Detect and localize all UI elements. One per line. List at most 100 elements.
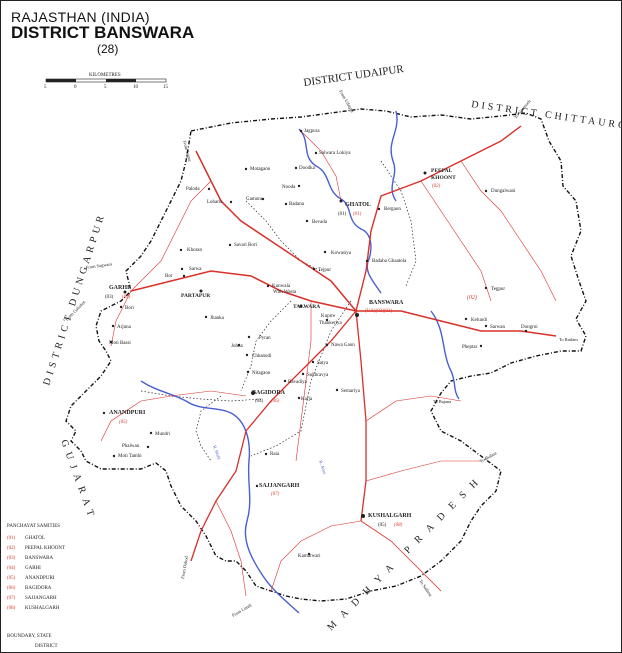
place-sajjangarh: SAJJANGARH (259, 483, 300, 489)
road-to-ratlam: To Ratlam (559, 337, 578, 342)
legend-title: PANCHAYAT SAMITIES (7, 524, 61, 529)
scale-label: KILOMETRES (89, 73, 121, 78)
place-satya: Satya (317, 361, 329, 366)
scale-tick-2: 0 (74, 85, 77, 90)
place-garhi: GARHI (109, 285, 130, 291)
scale-tick-1: 5 (44, 85, 47, 90)
place-khoran: Khoran (187, 248, 202, 253)
road-from-udaipur: From Udaipur (338, 89, 355, 114)
map-state-title: RAJASTHAN (INDIA) (11, 9, 150, 25)
legend-row-03: (03) BANSWARA (7, 556, 53, 561)
place-loharia: Loharia (207, 200, 223, 205)
label-madhya-pradesh: MADHYA PRADESH (325, 472, 487, 634)
legend-name: ANANDPURI (25, 576, 55, 581)
legend-name: PEEPAL KHOONT (25, 546, 66, 551)
place-garhi-code: (03) (105, 295, 114, 300)
place-bavadiya: Bavadiya (288, 380, 308, 385)
place-partapur: PARTAPUR (181, 293, 211, 299)
road-from-sagwara: From Sagwara (85, 261, 112, 270)
legend-name: KUSHALGARH (25, 606, 60, 611)
place-gamora: Gamora (246, 197, 263, 202)
place-semariya: Semariya (341, 389, 361, 394)
district-boundary (65, 108, 587, 602)
road-branch-7 (110, 290, 132, 347)
place-bevada: Bevada (312, 220, 328, 225)
legend-code: (08) (7, 606, 16, 611)
place-moti-tambi: Moti Tambi (118, 454, 142, 459)
place-arjuna: Arjuna (117, 325, 132, 330)
place-motagaon: Motagaon (250, 167, 271, 172)
place-pyran: Pyran (259, 336, 271, 341)
place-kelundi: Kelundi (471, 318, 488, 323)
place-kowasiya: Kowasiya (331, 251, 352, 256)
legend-code: (07) (7, 596, 16, 601)
road-branch-5 (130, 180, 212, 292)
place-paloda: Paloda (186, 187, 200, 192)
place-peepal-code: (02) (432, 184, 441, 189)
river-anas (140, 380, 300, 614)
place-ghatol-num: (01) (353, 212, 362, 217)
place-sukhravya: Sukhravya (307, 373, 329, 378)
label-chittaurgarh: DISTRICT CHITTAURGARH (471, 99, 622, 136)
road-kushalgarh (355, 310, 367, 522)
road-branch-4 (460, 160, 557, 302)
place-markers (102, 129, 528, 556)
place-mundri: Mundri (155, 432, 171, 437)
place-pheptar: Pheptar (462, 345, 478, 350)
river-east (390, 110, 398, 202)
highway-northeast (355, 125, 522, 312)
place-moti-bassi: Moti Bassi (109, 341, 131, 346)
place-kushalgarh-num: (08) (394, 523, 403, 528)
place-kuprre: Kuprre (321, 314, 336, 319)
place-peepal: PEEPAL (431, 168, 453, 174)
label-udaipur: DISTRICT UDAIPUR (303, 63, 405, 89)
place-chhanodi: Chhanodi (252, 354, 272, 359)
place-tejpur: Tejpur (318, 268, 331, 273)
legend-row-08: (08) KUSHALGARH (7, 606, 59, 611)
place-thankeriya: Thankeriya (319, 321, 343, 326)
place-banswara: BANSWARA (369, 300, 404, 306)
road-branch-3 (420, 180, 492, 302)
place-raia: Raia (270, 452, 280, 457)
place-karja: Karja (301, 397, 313, 402)
place-bagidora-num: (06) (271, 399, 280, 404)
place-labels: Jagpura Salwara Lokiya Motagaon Doodka N… (105, 129, 538, 559)
road-branch-1 (100, 390, 247, 442)
place-garhi-num: (04) (122, 295, 131, 300)
place-doodka: Doodka (299, 166, 316, 171)
road-kushalgarh-se (360, 520, 442, 592)
place-bagidora-code: (04) (255, 399, 264, 404)
legend-name: SAJJANGARH (25, 596, 57, 601)
road-branch-11 (215, 500, 247, 597)
highway-north (195, 150, 357, 312)
place-wasta: With Wasta (273, 290, 297, 295)
road-network (100, 125, 557, 597)
place-kushalgarh-code: (05) (378, 523, 387, 528)
scale-tick-4: 10 (133, 85, 139, 90)
place-badana: Badana (289, 202, 305, 207)
legend-row-04: (04) GARHI (7, 566, 41, 571)
road-from-jaipur: From Jaipur (182, 140, 193, 163)
place-dongroi: Dongroi (521, 325, 538, 330)
legend-name: GARHI (25, 566, 41, 571)
place-jhanka: Jhanka (210, 316, 225, 321)
river-southeast (430, 310, 460, 400)
road-labels: From Jaipur From Sagwara From Galiakot F… (64, 89, 578, 618)
legend-code: (04) (7, 566, 16, 571)
place-salwara: Salwara Lokiya (319, 151, 351, 156)
zone-02-label: (02) (467, 294, 477, 301)
place-anandpuri-code: (05) (119, 420, 128, 425)
label-dungarpur: DISTRICT DUNGARPUR (41, 211, 108, 387)
road-branch-2 (270, 520, 362, 592)
place-badaba: Badaba Ghaatola (372, 259, 407, 264)
river-mahi (298, 128, 382, 294)
place-anandpuri: ANANDPURI (109, 410, 146, 416)
place-banswara-code: (UA)(03)(03) (365, 309, 393, 314)
place-savari: Savari Bori (234, 243, 258, 248)
legend-name: BANSWARA (25, 556, 54, 561)
legend-code: (03) (7, 556, 16, 561)
place-kamarwari: Kamarwari (298, 554, 321, 559)
legend-code: (05) (7, 576, 16, 581)
